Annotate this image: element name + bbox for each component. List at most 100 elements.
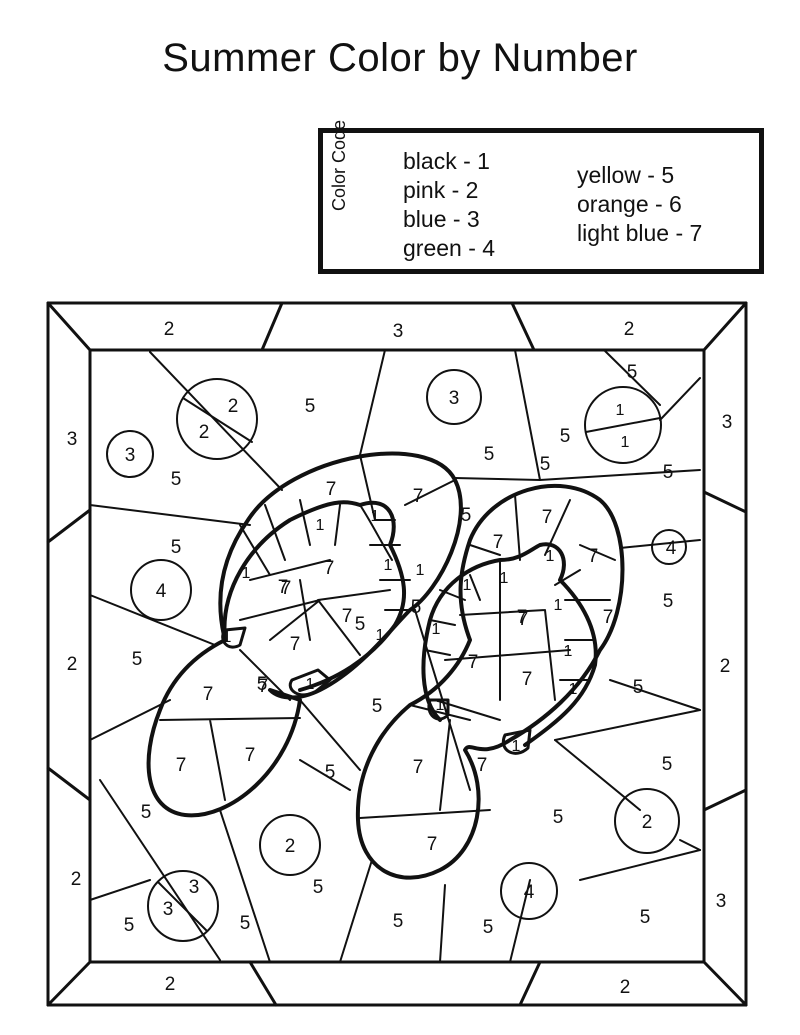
region-number: 5 xyxy=(483,917,494,938)
region-number: 7 xyxy=(588,546,599,567)
region-number: 2 xyxy=(165,974,176,995)
region-number: 1 xyxy=(554,597,563,614)
legend-item-light-blue: light blue - 7 xyxy=(577,220,703,246)
region-number: 5 xyxy=(171,469,182,490)
picture-frame xyxy=(46,301,748,1007)
region-number: 5 xyxy=(372,696,383,717)
region-number: 7 xyxy=(522,669,533,690)
region-number: 5 xyxy=(141,802,152,823)
region-number: 5 xyxy=(560,426,571,447)
region-number: 7 xyxy=(245,745,256,766)
circle-number: 2 xyxy=(228,396,239,417)
region-number: 5 xyxy=(355,614,366,635)
region-number: 5 xyxy=(633,677,644,698)
legend-item-blue: blue - 3 xyxy=(403,206,480,232)
region-number: 7 xyxy=(477,755,488,776)
circle-number: 4 xyxy=(666,538,677,559)
region-number: 1 xyxy=(223,629,232,646)
region-number: 1 xyxy=(564,643,573,660)
region-number: 5 xyxy=(411,597,422,618)
region-number: 7 xyxy=(278,577,289,598)
region-number: 1 xyxy=(512,738,521,755)
region-number: 5 xyxy=(393,911,404,932)
region-number: 5 xyxy=(461,505,472,526)
region-number: 5 xyxy=(663,462,674,483)
region-number: 1 xyxy=(500,570,509,587)
region-number: 5 xyxy=(305,396,316,417)
region-number: 2 xyxy=(720,656,731,677)
legend-item-yellow: yellow - 5 xyxy=(577,162,675,188)
region-number: 7 xyxy=(493,532,504,553)
region-number: 1 xyxy=(371,508,380,525)
region-number: 5 xyxy=(325,762,336,783)
region-number: 5 xyxy=(540,454,551,475)
region-number: 5 xyxy=(313,877,324,898)
legend-item-pink: pink - 2 xyxy=(403,177,479,203)
circle-number: 2 xyxy=(199,422,210,443)
region-number: 5 xyxy=(484,444,495,465)
region-number: 1 xyxy=(376,627,385,644)
region-numbers: 2 3 2 3 3 2 2 2 3 2 2 5 5 5 5 5 2 2 3 3 … xyxy=(67,319,733,998)
region-number: 1 xyxy=(416,562,425,579)
region-number: 1 xyxy=(546,548,555,565)
circle-number: 2 xyxy=(642,812,653,833)
region-number: 2 xyxy=(624,319,635,340)
region-number: 1 xyxy=(569,681,578,698)
flip-flop-right-icon xyxy=(355,484,625,880)
region-number: 7 xyxy=(468,652,479,673)
region-number: 7 xyxy=(517,607,528,628)
circle-number: 1 xyxy=(616,402,625,419)
region-number: 2 xyxy=(164,319,175,340)
region-number: 5 xyxy=(627,362,638,383)
circle-number: 3 xyxy=(125,445,136,466)
region-number: 7 xyxy=(258,676,269,697)
region-number: 7 xyxy=(603,607,614,628)
region-number: 2 xyxy=(620,977,631,998)
circle-number: 3 xyxy=(163,899,174,920)
region-number: 7 xyxy=(203,684,214,705)
region-number: 7 xyxy=(413,486,424,507)
region-number: 3 xyxy=(722,412,733,433)
region-number: 5 xyxy=(640,907,651,928)
region-number: 7 xyxy=(324,558,335,579)
legend-item-black: black - 1 xyxy=(403,148,490,174)
circle-number: 2 xyxy=(285,836,296,857)
region-number: 2 xyxy=(67,654,78,675)
circle-number: 4 xyxy=(524,882,535,903)
page-title: Summer Color by Number xyxy=(162,36,638,80)
region-number: 5 xyxy=(240,913,251,934)
region-number: 7 xyxy=(542,507,553,528)
region-number: 7 xyxy=(176,755,187,776)
region-number: 1 xyxy=(463,577,472,594)
region-number: 5 xyxy=(132,649,143,670)
region-number: 7 xyxy=(290,634,301,655)
region-number: 3 xyxy=(67,429,78,450)
circle-number: 4 xyxy=(156,581,167,602)
region-number: 1 xyxy=(316,517,325,534)
region-number: 5 xyxy=(124,915,135,936)
legend-item-orange: orange - 6 xyxy=(577,191,682,217)
legend-column-2: yellow - 5 orange - 6 light blue - 7 xyxy=(577,161,702,248)
region-number: 7 xyxy=(427,834,438,855)
region-number: 1 xyxy=(432,621,441,638)
region-number: 2 xyxy=(71,869,82,890)
region-number: 5 xyxy=(257,674,268,695)
background-regions xyxy=(89,349,701,963)
region-number: 5 xyxy=(171,537,182,558)
region-number: 7 xyxy=(326,479,337,500)
flip-flop-left-icon xyxy=(146,451,463,818)
legend-column-1: black - 1 pink - 2 blue - 3 green - 4 xyxy=(403,147,495,263)
region-number: 7 xyxy=(518,609,529,630)
region-number: 3 xyxy=(393,321,404,342)
region-number: 7 xyxy=(413,757,424,778)
background-circles xyxy=(106,369,687,942)
region-number: 7 xyxy=(342,606,353,627)
circle-number: 3 xyxy=(449,388,460,409)
region-number: 1 xyxy=(306,676,315,693)
region-number: 5 xyxy=(553,807,564,828)
color-code-legend: Color Code black - 1 pink - 2 blue - 3 g… xyxy=(318,120,764,274)
region-number: 7 xyxy=(281,578,292,599)
region-number: 1 xyxy=(436,697,445,714)
region-number: 5 xyxy=(663,591,674,612)
region-number: 5 xyxy=(662,754,673,775)
